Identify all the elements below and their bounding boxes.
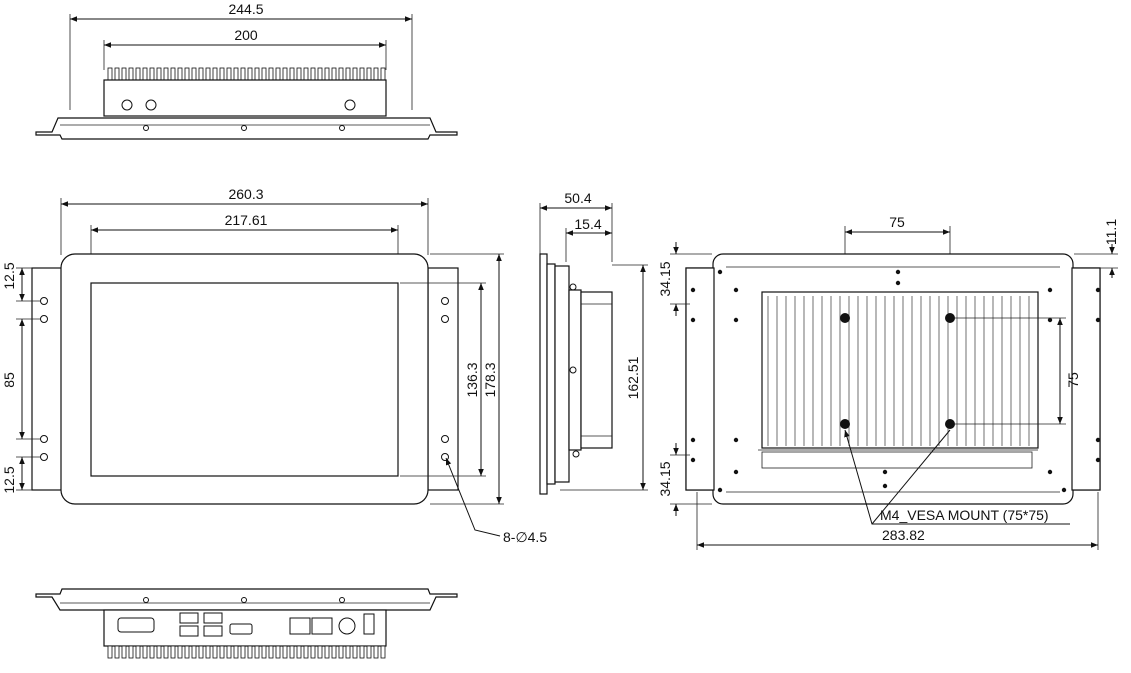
top-body (103, 79, 387, 117)
mount-holes (40, 297, 449, 461)
heatsink-fins-bottom (107, 645, 386, 659)
bottom-view (35, 588, 458, 659)
usb-port-icon (203, 612, 223, 624)
mount-bracket-right (427, 267, 459, 491)
lan-port-icon (289, 617, 311, 635)
dim-vesa-horizontal: 75 (889, 214, 905, 230)
connector-icon (121, 99, 133, 111)
top-view: 244.5 200 (35, 1, 458, 140)
rear-heatsink (761, 291, 1039, 449)
usb-port-icon (179, 625, 199, 637)
side-view: 50.4 15.4 162.51 (539, 190, 648, 495)
rear-screw-holes (690, 269, 1101, 493)
heatsink-fins-rear (767, 296, 1030, 446)
dim-top-body-width: 200 (234, 27, 258, 43)
dim-side-height: 162.51 (625, 356, 641, 399)
side-bezel (539, 253, 548, 495)
dim-left-bottom-offset: 12.5 (1, 466, 17, 493)
display-area (90, 282, 399, 477)
power-connector-icon (338, 617, 356, 635)
power-switch-icon (363, 613, 375, 635)
dim-front-display-width: 217.61 (225, 212, 268, 228)
lan-port-icon (311, 617, 333, 635)
bottom-body (103, 609, 387, 647)
dim-vesa-vertical: 75 (1065, 372, 1081, 388)
mount-bracket-left (31, 267, 63, 491)
hole-callout: 8-∅4.5 (503, 529, 547, 545)
dim-rear-corner-offset: 11.1 (1103, 219, 1119, 245)
front-view: 260.3 217.61 12.5 85 12.5 (1, 186, 547, 545)
dim-left-hole-spacing: 85 (1, 372, 17, 388)
side-heatsink (580, 291, 613, 449)
vesa-holes (840, 313, 955, 429)
dim-top-overall-width: 244.5 (228, 1, 263, 17)
dim-rear-top-offset: 34.15 (657, 261, 673, 296)
heatsink-fins-top (107, 67, 386, 81)
connector-icon (145, 99, 157, 111)
dim-rear-bottom-offset: 34.15 (657, 461, 673, 496)
hdmi-port-icon (229, 623, 253, 635)
dim-rear-overall-width: 283.82 (882, 527, 925, 543)
vesa-callout: M4_VESA MOUNT (75*75) (880, 507, 1049, 523)
dim-front-overall-width: 260.3 (228, 186, 263, 202)
dim-left-top-offset: 12.5 (1, 262, 17, 289)
usb-port-icon (203, 625, 223, 637)
dim-side-depth-total: 50.4 (564, 190, 591, 206)
dim-overall-height: 178.3 (482, 362, 498, 397)
connector-icon (344, 99, 356, 111)
rear-view: 75 75 34.15 (657, 214, 1119, 550)
usb-port-icon (179, 612, 199, 624)
dim-side-depth-front: 15.4 (574, 216, 601, 232)
serial-port-icon (117, 617, 155, 633)
dim-display-height: 136.3 (464, 362, 480, 397)
